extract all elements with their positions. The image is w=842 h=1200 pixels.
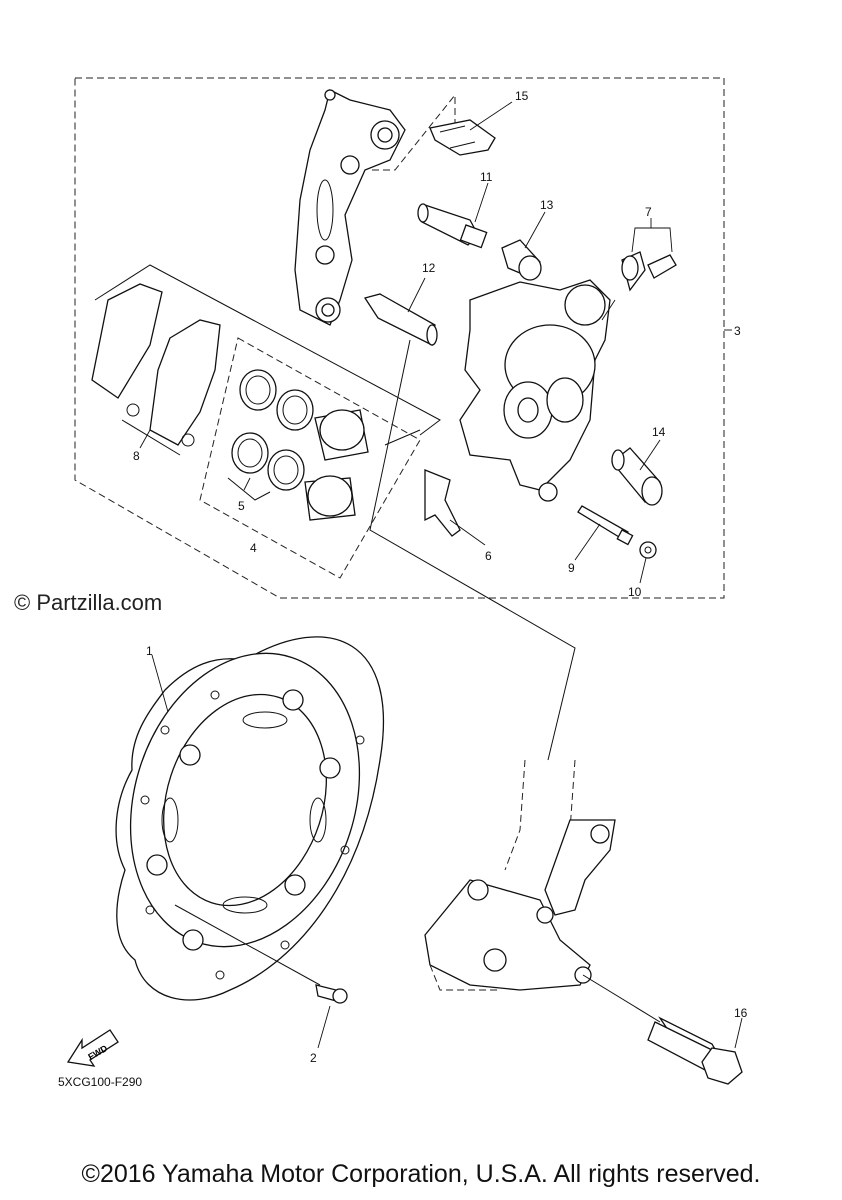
partzilla-watermark: © Partzilla.com [14,590,163,615]
callout-11: 11 [480,170,493,184]
bleed-screw-7 [621,218,677,292]
callout-10: 10 [628,585,642,599]
callout-13: 13 [540,198,554,212]
callout-6: 6 [485,549,492,563]
piston-kit-4 [199,337,421,579]
callout-7: 7 [645,205,652,219]
caliper-bracket [294,89,406,326]
callout-15: 15 [515,89,529,103]
callout-1: 1 [146,644,153,658]
callout-8: 8 [133,449,140,463]
pin-12 [363,277,438,346]
pin-11 [417,182,489,249]
boot-13 [501,211,546,281]
assembly-outline-3 [74,77,725,599]
nut-10 [639,541,657,584]
fwd-arrow-icon: FWD [66,1029,119,1067]
fork-mount [424,759,616,991]
callout-9: 9 [568,561,575,575]
copyright-notice: ©2016 Yamaha Motor Corporation, U.S.A. A… [81,1160,761,1188]
callout-2: 2 [310,1051,317,1065]
pad-retainer-6 [424,469,486,546]
brake-pad-kit-8 [91,264,441,456]
diagram-code: 5XCG100-F290 [58,1075,143,1089]
callout-14: 14 [652,425,666,439]
pin-14 [611,439,663,506]
disc-bolt-2 [174,904,348,1049]
callout-16: 16 [734,1006,748,1020]
callout-4: 4 [250,541,257,555]
callout-5: 5 [238,499,245,513]
caliper-body [459,279,616,502]
leader-caliper-to-mount [369,339,576,761]
bolt-16 [582,974,743,1085]
callout-12: 12 [422,261,436,275]
bolt-9 [574,505,634,561]
pad-spring-15 [372,93,513,171]
callout-3: 3 [734,324,741,338]
